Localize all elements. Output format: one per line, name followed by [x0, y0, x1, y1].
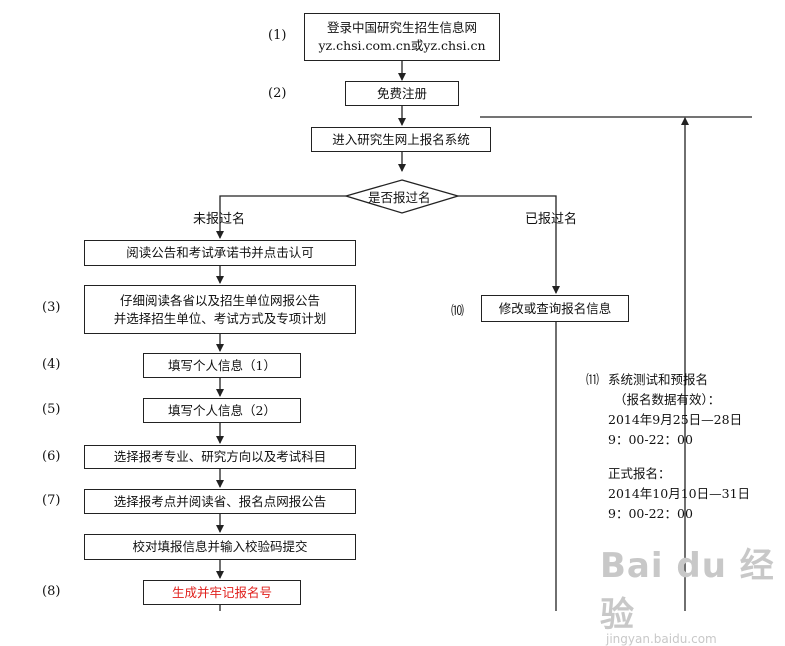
step-6-label: 选择报考专业、研究方向以及考试科目: [113, 449, 327, 464]
step-11-line6: 2014年10月10日—31日: [608, 486, 751, 501]
read-notice-label: 阅读公告和考试承诺书并点击认可: [126, 245, 314, 260]
step-7-box: 选择报考点并阅读省、报名点网报公告: [84, 489, 356, 514]
step-7-number: (7): [42, 493, 61, 508]
verify-submit-label: 校对填报信息并输入校验码提交: [132, 539, 308, 554]
step-8-label: 生成并牢记报名号: [171, 584, 272, 600]
step-6-box: 选择报考专业、研究方向以及考试科目: [84, 445, 356, 469]
step-11-line4: 9：00-22：00: [608, 432, 693, 447]
watermark-main: Bai du 经验: [600, 546, 775, 635]
step-6-number: (6): [42, 449, 61, 464]
step-4-label: 填写个人信息（1）: [168, 357, 276, 373]
flowchart-connectors: [216, 61, 752, 611]
branch-yes-line: [458, 195, 560, 294]
step-11-line1: 系统测试和预报名: [608, 372, 709, 387]
step-11-line7: 9：00-22：00: [608, 506, 693, 521]
step-2-number: (2): [268, 86, 287, 101]
verify-submit-box: 校对填报信息并输入校验码提交: [84, 534, 356, 560]
step-5-number: (5): [42, 402, 61, 417]
step-7-label: 选择报考点并阅读省、报名点网报公告: [113, 493, 327, 509]
step-4-number: (4): [42, 357, 61, 372]
step-1-line1: 登录中国研究生招生信息网: [326, 20, 477, 35]
branch-no-line: [216, 195, 346, 239]
branch-no-label: 未报过名: [193, 212, 246, 227]
step-5-label: 填写个人信息（2）: [168, 402, 276, 418]
decision-diamond: [343, 179, 461, 214]
step-1-number: (1): [268, 28, 287, 43]
step-3-line1: 仔细阅读各省以及招生单位网报公告: [119, 292, 320, 308]
step-11-note: 系统测试和预报名 （报名数据有效）： 2014年9月25日—28日 9：00-2…: [608, 370, 750, 524]
step-8-box: 生成并牢记报名号: [143, 580, 301, 605]
baidu-jingyan-watermark: Bai du 经验 jingyan.baidu.com: [600, 538, 785, 646]
step-11-line3: 2014年9月25日—28日: [608, 412, 743, 427]
step-3-line2: 并选择招生单位、考试方式及专项计划: [113, 310, 327, 326]
step-11-line5: 正式报名：: [608, 466, 671, 481]
branch-yes-label: 已报过名: [525, 212, 578, 227]
step-3-box: 仔细阅读各省以及招生单位网报公告 并选择招生单位、考试方式及专项计划: [84, 285, 356, 334]
step-1-line2: yz.chsi.com.cn或yz.chsi.cn: [318, 38, 486, 53]
step-11-line2: （报名数据有效）：: [614, 392, 721, 407]
step-8-number: (8): [42, 584, 61, 599]
read-notice-box: 阅读公告和考试承诺书并点击认可: [84, 240, 356, 266]
step-4-box: 填写个人信息（1）: [143, 353, 301, 378]
step-3-number: (3): [42, 300, 61, 315]
enter-system-label: 进入研究生网上报名系统: [332, 131, 470, 147]
enter-system-box: 进入研究生网上报名系统: [311, 127, 491, 152]
step-11-number: ⑾: [586, 373, 600, 388]
watermark-sub: jingyan.baidu.com: [606, 632, 717, 646]
step-10-label: 修改或查询报名信息: [498, 300, 612, 316]
step-10-box: 修改或查询报名信息: [481, 295, 629, 322]
step-1-box: 登录中国研究生招生信息网 yz.chsi.com.cn或yz.chsi.cn: [304, 13, 500, 61]
decision-label: 是否报过名: [368, 190, 431, 205]
step-10-number: ⑽: [451, 304, 465, 319]
step-2-box: 免费注册: [345, 81, 459, 106]
step-2-label: 免费注册: [376, 85, 427, 101]
step-5-box: 填写个人信息（2）: [143, 398, 301, 423]
